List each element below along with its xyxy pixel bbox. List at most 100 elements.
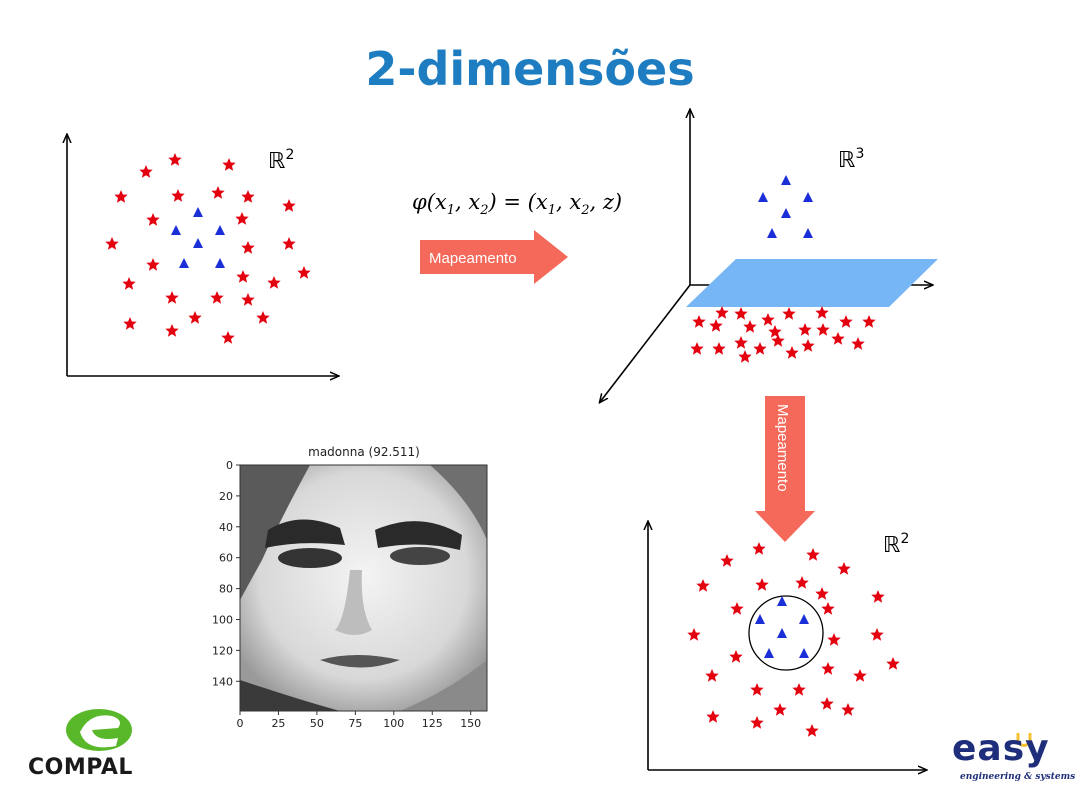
space-label-r2: ℝ2: [883, 531, 909, 558]
star-marker: [165, 291, 179, 304]
star-marker: [761, 313, 775, 326]
star-marker: [831, 332, 845, 345]
compal-logo: [66, 709, 132, 751]
star-marker: [282, 237, 296, 250]
star-marker: [771, 334, 785, 347]
star-marker: [806, 548, 820, 561]
compal-logo-text: COMPAL: [28, 755, 133, 780]
star-markers: [105, 153, 311, 344]
star-marker: [267, 276, 281, 289]
plot-2d-original: ℝ2: [67, 135, 338, 376]
star-marker: [105, 237, 119, 250]
star-marker: [221, 331, 235, 344]
star-marker: [729, 650, 743, 663]
star-marker: [851, 337, 865, 350]
star-marker: [798, 323, 812, 336]
star-marker: [837, 562, 851, 575]
triangle-markers: [758, 175, 813, 238]
star-marker: [165, 324, 179, 337]
star-marker: [211, 186, 225, 199]
tick-label: 50: [310, 717, 324, 730]
tick-label: 20: [219, 490, 233, 503]
tick-label: 0: [237, 717, 244, 730]
triangle-marker: [193, 238, 203, 248]
tick-label: 60: [219, 552, 233, 565]
star-marker: [839, 315, 853, 328]
star-marker: [235, 212, 249, 225]
triangle-marker: [777, 596, 787, 606]
star-marker: [871, 590, 885, 603]
star-marker: [773, 703, 787, 716]
mapping-arrow-horizontal: Mapeamento: [420, 230, 568, 284]
star-marker: [750, 716, 764, 729]
triangle-marker: [171, 225, 181, 235]
star-marker: [122, 277, 136, 290]
star-marker: [805, 724, 819, 737]
star-marker: [222, 158, 236, 171]
triangle-marker: [179, 258, 189, 268]
star-marker: [853, 669, 867, 682]
space-label-r3: ℝ3: [838, 146, 864, 173]
star-marker: [114, 190, 128, 203]
star-marker: [734, 307, 748, 320]
star-marker: [139, 165, 153, 178]
tick-label: 0: [226, 459, 233, 472]
star-marker: [795, 576, 809, 589]
star-marker: [750, 683, 764, 696]
tick-label: 100: [383, 717, 404, 730]
triangle-marker: [803, 192, 813, 202]
star-marker: [820, 697, 834, 710]
star-marker: [282, 199, 296, 212]
tick-label: 100: [212, 614, 233, 627]
star-marker: [730, 602, 744, 615]
slide-title: 2-dimensões: [365, 42, 695, 96]
star-marker: [687, 628, 701, 641]
star-marker: [715, 306, 729, 319]
star-marker: [815, 306, 829, 319]
star-marker: [146, 258, 160, 271]
plot-2d-separated: ℝ2: [648, 522, 926, 770]
triangle-marker: [758, 192, 768, 202]
star-marker: [870, 628, 884, 641]
star-marker: [734, 336, 748, 349]
star-marker: [236, 270, 250, 283]
star-marker: [297, 266, 311, 279]
decision-boundary: [748, 595, 824, 671]
triangle-marker: [803, 228, 813, 238]
triangle-marker: [781, 175, 791, 185]
star-marker: [752, 542, 766, 555]
star-marker: [738, 350, 752, 363]
star-marker: [801, 339, 815, 352]
star-marker: [171, 189, 185, 202]
triangle-markers: [755, 596, 809, 658]
star-marker: [690, 342, 704, 355]
star-marker: [720, 554, 734, 567]
star-marker: [782, 307, 796, 320]
star-markers: [690, 306, 876, 363]
star-marker: [241, 293, 255, 306]
image-title: madonna (92.511): [308, 445, 420, 459]
star-marker: [123, 317, 137, 330]
mapping-label: Mapeamento: [774, 404, 791, 492]
triangle-markers: [171, 207, 225, 268]
star-marker: [706, 710, 720, 723]
plot-3d-mapped: ℝ3: [600, 110, 938, 402]
star-marker: [755, 578, 769, 591]
triangle-marker: [799, 614, 809, 624]
triangle-marker: [777, 628, 787, 638]
triangle-marker: [215, 258, 225, 268]
triangle-marker: [755, 614, 765, 624]
mapping-label: Mapeamento: [429, 250, 517, 267]
space-label-r2: ℝ2: [268, 147, 294, 174]
mapping-formula: φ(x1, x2) = (x1, x2, z): [412, 190, 622, 218]
star-marker: [886, 657, 900, 670]
separating-plane: [686, 259, 938, 307]
tick-label: 80: [219, 583, 233, 596]
tick-label: 125: [422, 717, 443, 730]
star-marker: [168, 153, 182, 166]
star-marker: [841, 703, 855, 716]
triangle-marker: [193, 207, 203, 217]
